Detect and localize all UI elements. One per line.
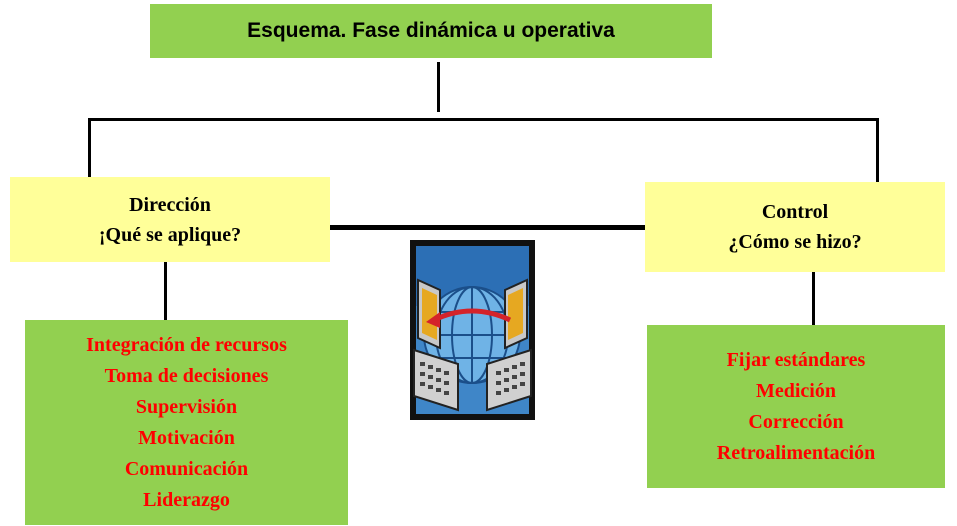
direccion-question: ¡Qué se aplique?: [98, 223, 242, 246]
control-items-box: Fijar estándares Medición Corrección Ret…: [647, 325, 945, 488]
direccion-heading: Dirección: [129, 193, 211, 216]
control-item: Medición: [756, 379, 836, 402]
direccion-item: Liderazgo: [143, 488, 230, 511]
diagram-title-text: Esquema. Fase dinámica u operativa: [247, 19, 615, 42]
network-computers-icon: [410, 240, 535, 420]
diagram-title: Esquema. Fase dinámica u operativa: [150, 4, 712, 58]
connector-left-down: [88, 118, 91, 177]
control-heading: Control: [761, 201, 829, 223]
direccion-box: Dirección ¡Qué se aplique?: [10, 177, 330, 262]
connector-horizontal-bar: [88, 118, 878, 121]
connector-right-down: [876, 118, 879, 182]
control-item: Retroalimentación: [716, 441, 876, 464]
control-question: ¿Cómo se hizo?: [728, 231, 862, 253]
connector-control-list: [812, 272, 815, 325]
control-item: Corrección: [748, 410, 844, 433]
direccion-item: Supervisión: [135, 395, 238, 418]
control-item: Fijar estándares: [726, 348, 866, 371]
control-box: Control ¿Cómo se hizo?: [645, 182, 945, 272]
connector-middle-thick: [330, 225, 645, 230]
connector-direccion-list: [164, 262, 167, 320]
connector-title-down: [437, 62, 440, 112]
direccion-item: Motivación: [138, 426, 235, 449]
direccion-items-box: Integración de recursos Toma de decision…: [25, 320, 348, 525]
direccion-item: Comunicación: [124, 457, 249, 480]
direccion-item: Integración de recursos: [86, 333, 287, 356]
direccion-item: Toma de decisiones: [104, 364, 269, 387]
